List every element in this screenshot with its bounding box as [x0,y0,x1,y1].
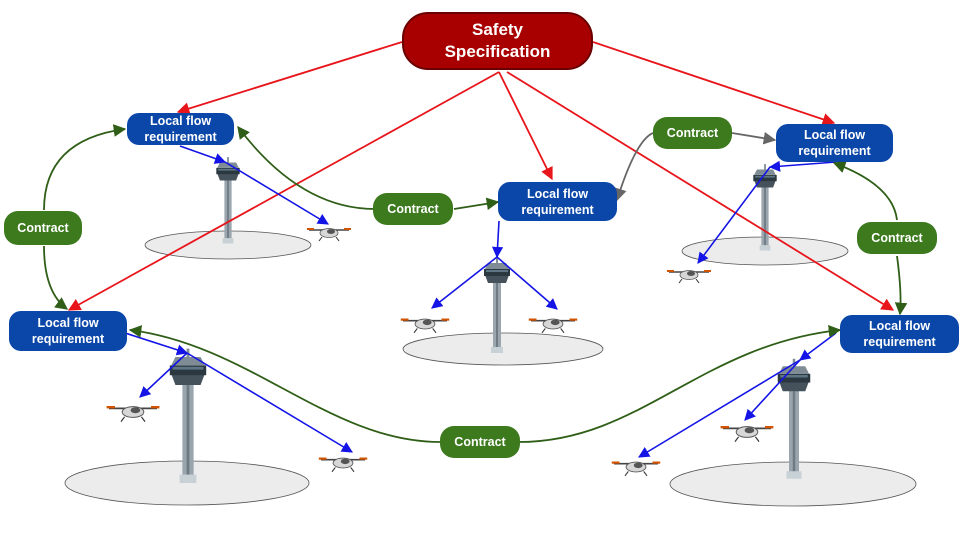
local-flow-requirement-box: Local flow requirement [498,182,617,221]
flow-arrows [124,145,837,458]
spec-arrow [592,41,836,126]
contract-arrows [43,124,908,443]
flow-arrow [124,332,189,356]
drone-icon [399,317,451,334]
contract-arrow [453,197,500,211]
contract-arrow [614,132,654,202]
spec-arrow [67,71,500,311]
drone-icon [306,227,352,242]
drone-icon [527,317,579,334]
local-flow-requirement-box: Local flow requirement [840,315,959,353]
flow-arrow [744,359,801,421]
control-tower-icon [777,358,811,479]
drone-icon [610,460,662,477]
drone-icon [105,404,161,423]
flow-arrow [697,166,771,264]
contract-arrow [43,245,69,310]
drone-icon [719,424,775,443]
flow-arrow [768,160,837,172]
specification-arrows [67,41,895,311]
drone-icon [666,269,712,284]
contract-box: Contract [373,193,453,225]
contract-arrow [518,324,842,443]
control-tower-icon [216,157,240,244]
spec-arrow [176,41,403,115]
contract-box: Contract [440,426,520,458]
local-flow-requirement-box: Local flow requirement [127,113,234,145]
contract-arrows-gray [614,131,777,202]
flow-arrow [638,359,801,458]
flow-arrow [224,161,329,225]
contract-arrow [237,125,376,210]
contract-box: Contract [653,117,732,149]
flow-arrow [496,256,558,310]
contract-arrow [894,255,908,316]
spec-arrow [506,71,895,311]
contract-box: Contract [857,222,937,254]
safety-specification-box: Safety Specification [402,12,593,70]
local-flow-requirement-box: Local flow requirement [776,124,893,162]
flow-arrow [431,256,498,309]
flow-arrow [139,352,188,398]
contract-arrow [832,161,898,221]
flow-arrow [186,352,353,453]
drone-icon [317,456,369,473]
flow-arrow [799,332,837,361]
contract-arrow [731,131,777,145]
flow-arrow [179,145,227,164]
flow-arrow [491,220,504,259]
contract-box: Contract [4,211,82,245]
contract-arrow [43,124,127,211]
local-flow-requirement-box: Local flow requirement [9,311,127,351]
contract-arrow [128,325,441,443]
spec-arrow [498,71,553,181]
